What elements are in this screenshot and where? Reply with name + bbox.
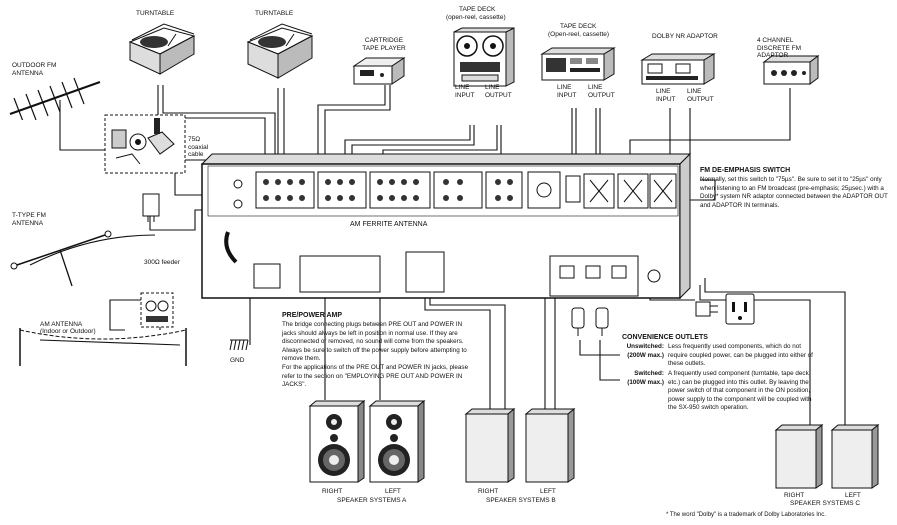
coax-connector-icon bbox=[104, 114, 186, 174]
outlet-plugs-icon bbox=[571, 307, 609, 336]
turntable-1-label: TURNTABLE bbox=[136, 10, 175, 17]
speaker-c-caption: SPEAKER SYSTEMS C bbox=[790, 500, 861, 507]
speaker-a-right-icon bbox=[308, 400, 366, 483]
speaker-b-right-icon bbox=[464, 408, 516, 483]
fm-deemphasis-body: Normally, set this switch to "75µs". Be … bbox=[700, 176, 888, 209]
pre-power-p1: The bridge connecting plugs between PRE … bbox=[282, 321, 467, 363]
feeder-label: 300Ω feeder bbox=[144, 259, 180, 266]
speaker-c-right-label: RIGHT bbox=[784, 492, 805, 499]
am-antenna-icon bbox=[19, 328, 187, 366]
tape-deck-2-sub: (Open-reel, cassette) bbox=[548, 31, 610, 38]
power-plug-icon bbox=[695, 293, 755, 325]
cartridge-player-label: CARTRIDGE TAPE PLAYER bbox=[362, 37, 406, 52]
fm-adaptor-icon bbox=[762, 55, 820, 85]
dolby-title: DOLBY NR ADAPTOR bbox=[652, 33, 718, 40]
speaker-c-left-icon bbox=[830, 424, 880, 489]
cartridge-player-icon bbox=[352, 57, 406, 85]
tape-deck-1-icon bbox=[453, 27, 515, 87]
switched-label: Switched: bbox=[634, 370, 664, 377]
antenna-plug-icon bbox=[140, 292, 174, 328]
pre-power-p2: For the applications of the PRE OUT and … bbox=[282, 363, 469, 389]
fm-deemphasis-title: FM DE-EMPHASIS SWITCH bbox=[700, 167, 791, 174]
switched-text: A frequently used component (turntable, … bbox=[668, 370, 812, 412]
speaker-b-left-icon bbox=[524, 408, 576, 483]
unswitched-text: Less frequently used components, which d… bbox=[668, 343, 813, 368]
tape-deck-1-sub: (open-reel, cassette) bbox=[446, 14, 506, 21]
fm-adaptor-label: 4 CHANNEL DISCRETE FM ADAPTOR bbox=[757, 37, 802, 59]
outlets-title: CONVENIENCE OUTLETS bbox=[622, 334, 708, 341]
tape-deck-1-line-output: LINE OUTPUT bbox=[485, 84, 512, 99]
turntable-2-label: TURNTABLE bbox=[255, 10, 294, 17]
speaker-b-right-label: RIGHT bbox=[478, 488, 499, 495]
switched-label-block: Switched: (100W max.) bbox=[622, 370, 664, 387]
unswitched-max: (200W max.) bbox=[627, 351, 664, 359]
speaker-a-left-icon bbox=[368, 400, 426, 483]
am-antenna-label: AM ANTENNA bbox=[40, 321, 83, 328]
dolby-line-input: LINE INPUT bbox=[656, 88, 676, 103]
t-type-label: T-TYPE FM ANTENNA bbox=[12, 212, 46, 227]
gnd-label: GND bbox=[230, 357, 245, 364]
am-antenna-sub: (Indoor or Outdoor) bbox=[40, 328, 96, 335]
am-ferrite-label: AM FERRITE ANTENNA bbox=[350, 221, 428, 228]
speaker-b-caption: SPEAKER SYSTEMS B bbox=[486, 497, 556, 504]
coax-label: 75Ω coaxial cable bbox=[188, 136, 209, 158]
ground-icon bbox=[229, 339, 249, 351]
tape-deck-2-title: TAPE DECK bbox=[560, 23, 597, 30]
speaker-a-caption: SPEAKER SYSTEMS A bbox=[337, 497, 407, 504]
switched-max: (100W max.) bbox=[627, 378, 664, 386]
tape-deck-2-icon bbox=[540, 47, 616, 81]
speaker-a-right-label: RIGHT bbox=[322, 488, 343, 495]
unswitched-label: Unswitched: bbox=[626, 343, 664, 350]
receiver-rear-panel bbox=[200, 152, 692, 300]
speaker-b-left-label: LEFT bbox=[540, 488, 556, 495]
tape-deck-1-line-input: LINE INPUT bbox=[455, 84, 475, 99]
dolby-line-output: LINE OUTPUT bbox=[687, 88, 714, 103]
balun-icon bbox=[142, 193, 160, 222]
tape-deck-2-line-output: LINE OUTPUT bbox=[588, 84, 615, 99]
outdoor-fm-label: OUTDOOR FM ANTENNA bbox=[12, 62, 57, 77]
outdoor-fm-antenna-icon bbox=[9, 77, 101, 120]
turntable-2-icon bbox=[246, 23, 314, 79]
unswitched-label-block: Unswitched: (200W max.) bbox=[622, 343, 664, 360]
pre-power-title: PRE/POWER AMP bbox=[282, 312, 343, 319]
t-type-antenna-icon bbox=[10, 230, 112, 287]
speaker-c-left-label: LEFT bbox=[845, 492, 861, 499]
tape-deck-1-title: TAPE DECK bbox=[459, 6, 496, 13]
tape-deck-2-line-input: LINE INPUT bbox=[557, 84, 577, 99]
pre-power-body: The bridge connecting plugs between PRE … bbox=[282, 321, 478, 390]
dolby-adaptor-icon bbox=[640, 53, 716, 85]
speaker-a-left-label: LEFT bbox=[385, 488, 401, 495]
turntable-1-icon bbox=[128, 23, 196, 75]
footnote: * The word "Dolby" is a trademark of Dol… bbox=[666, 512, 826, 518]
speaker-c-right-icon bbox=[774, 424, 824, 489]
